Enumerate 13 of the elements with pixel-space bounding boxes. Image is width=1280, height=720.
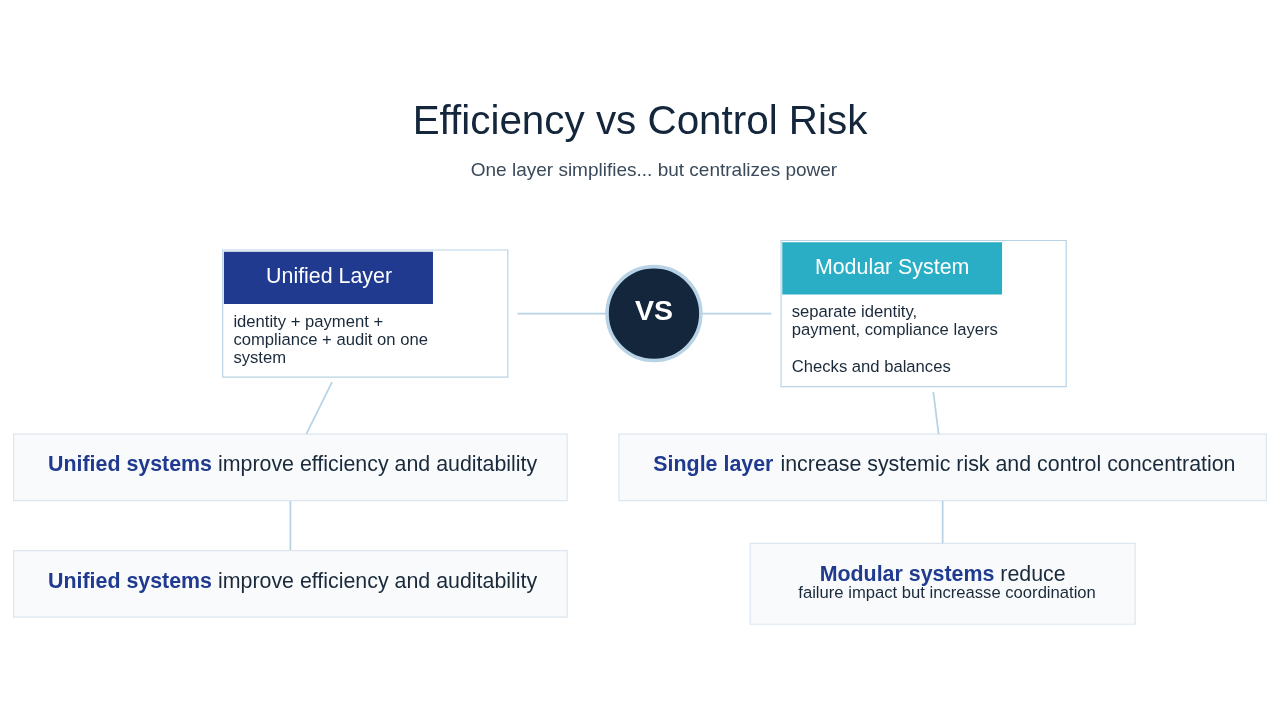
connector [516,312,608,314]
node-box: Unified systems improve efficiency and auditability [13,433,568,501]
node-box: Single layer increase systemic risk and control concentration [618,433,1267,501]
node-box: Modular systems reduce failure impact but increasse coordination [749,542,1136,625]
connector [289,499,292,551]
node-circle: VS [605,264,703,362]
label: One layer simplifies... but centralizes power [470,158,838,180]
connector [932,390,940,435]
connector [941,499,944,544]
connector [700,312,773,314]
node-box: Unified systems improve efficiency and auditability [13,549,568,618]
diagram-title: Efficiency vs Control Risk [412,96,868,143]
connector [305,380,333,435]
